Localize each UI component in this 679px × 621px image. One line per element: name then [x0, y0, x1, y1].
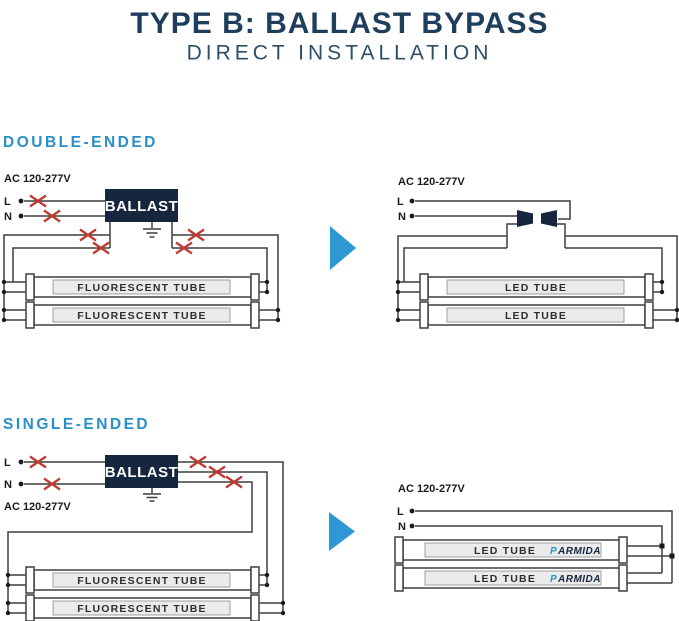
section-label-double-ended: DOUBLE-ENDED [3, 134, 158, 151]
neutral-label: N [398, 521, 406, 533]
diagram-single-ended-after: AC 120-277V L N LED TUBE P ARMIDA LED TU… [394, 483, 675, 592]
ballast-box [105, 455, 178, 488]
arrow-right-icon [330, 226, 356, 270]
neutral-label: N [4, 479, 12, 491]
led-tube: LED TUBE P ARMIDA [394, 536, 628, 564]
diagram-double-ended-before: AC 120-277V L N BALLAST FLUORESCENT TUBE [1, 173, 281, 329]
tube-label: FLUORESCENT TUBE [77, 310, 206, 322]
ground-icon [143, 222, 161, 238]
disconnect-x-icon [79, 228, 97, 242]
brand-logo-p: P [550, 574, 557, 585]
neutral-label: N [398, 211, 406, 223]
disconnect-x-icon [92, 241, 110, 255]
voltage-label: AC 120-277V [398, 483, 465, 495]
wiring [397, 200, 678, 321]
ground-icon [143, 488, 161, 502]
wiring [3, 200, 279, 321]
fluorescent-tube: FLUORESCENT TUBE [25, 594, 260, 621]
section-label-single-ended: SINGLE-ENDED [3, 416, 150, 433]
brand-logo-p: P [550, 546, 557, 557]
disconnect-x-icon [187, 228, 205, 242]
disconnect-x-icon [208, 465, 226, 479]
brand-logo-rest: ARMIDA [557, 574, 601, 585]
led-tube: LED TUBE [419, 273, 654, 301]
ballast-box [105, 189, 178, 222]
terminal-dots [1, 198, 281, 323]
ballast-label: BALLAST [105, 464, 179, 481]
led-tube: LED TUBE P ARMIDA [394, 564, 628, 592]
terminal-dots [395, 198, 679, 323]
wiring [415, 510, 673, 584]
disconnect-x-icon [225, 475, 243, 489]
brand-logo-rest: ARMIDA [557, 546, 601, 557]
tube-label: LED TUBE [474, 545, 536, 557]
tube-label: LED TUBE [505, 310, 567, 322]
line-label: L [4, 196, 11, 208]
tube-label: FLUORESCENT TUBE [77, 575, 206, 587]
led-tube: LED TUBE [419, 301, 654, 329]
tube-label: LED TUBE [505, 282, 567, 294]
wire-connector-icon [541, 210, 557, 227]
diagram-double-ended-after: AC 120-277V L N LED TUBE LED TUBE [395, 176, 679, 329]
fluorescent-tube: FLUORESCENT TUBE [25, 566, 260, 594]
line-label: L [397, 196, 404, 208]
disconnect-x-icon [43, 209, 61, 223]
disconnect-x-icon [29, 455, 47, 469]
page-title: TYPE B: BALLAST BYPASS [130, 7, 548, 40]
disconnect-x-icon [43, 477, 61, 491]
fluorescent-tube: FLUORESCENT TUBE [25, 273, 260, 301]
fluorescent-tube: FLUORESCENT TUBE [25, 301, 260, 329]
disconnect-x-icon [189, 455, 207, 469]
voltage-label: AC 120-277V [4, 501, 71, 513]
arrow-right-icon [329, 512, 355, 551]
terminal-dots [5, 459, 286, 616]
page-subtitle: DIRECT INSTALLATION [187, 42, 493, 65]
disconnect-x-icon [175, 241, 193, 255]
voltage-label: AC 120-277V [398, 176, 465, 188]
tube-label: FLUORESCENT TUBE [77, 282, 206, 294]
line-label: L [4, 457, 11, 469]
tube-label: LED TUBE [474, 573, 536, 585]
wiring [7, 461, 284, 614]
terminal-dots [409, 508, 675, 559]
tube-label: FLUORESCENT TUBE [77, 603, 206, 615]
voltage-label: AC 120-277V [4, 173, 71, 185]
line-label: L [397, 506, 404, 518]
diagram-single-ended-before: L N AC 120-277V BALLAST FLUORESCENT TUBE [4, 455, 286, 621]
neutral-label: N [4, 211, 12, 223]
ballast-label: BALLAST [105, 198, 179, 215]
disconnect-x-icon [29, 194, 47, 208]
wire-connector-icon [517, 210, 533, 227]
